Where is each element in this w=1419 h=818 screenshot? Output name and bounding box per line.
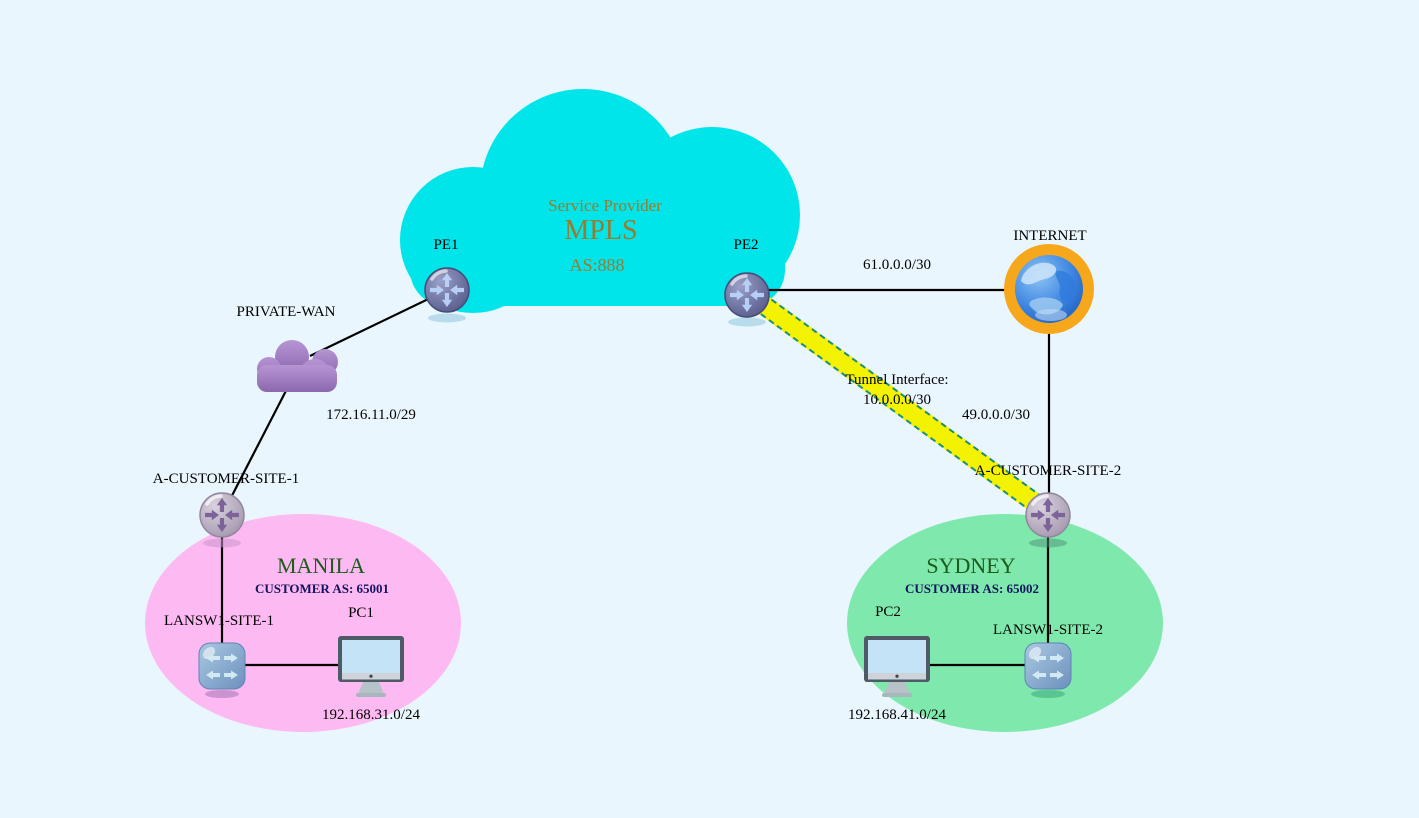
pe2-router-icon[interactable]: [723, 271, 771, 319]
site2-router-icon[interactable]: [1024, 491, 1072, 539]
switch2-label: LANSW1-SITE-2: [993, 622, 1103, 638]
pe1-router-icon[interactable]: [423, 266, 471, 314]
manila-site-name: MANILA: [277, 553, 365, 578]
pc2-icon[interactable]: [864, 636, 930, 697]
sydney-site-asn: CUSTOMER AS: 65002: [904, 581, 1040, 596]
switch2-icon[interactable]: [1024, 642, 1072, 690]
link-pe1-privatewan: [309, 289, 448, 357]
pc1-icon[interactable]: [338, 636, 404, 697]
pe2-label: PE2: [733, 237, 759, 253]
tunnel-title-label: Tunnel Interface:: [845, 372, 949, 388]
pe1-label: PE1: [433, 237, 459, 253]
site2-router-label: A-CUSTOMER-SITE-2: [974, 463, 1122, 479]
provider-cloud-asn: AS:888: [569, 255, 625, 275]
icon-shadows: [203, 313, 1067, 698]
subnet-site1-lan: 192.168.31.0/24: [322, 707, 420, 723]
sydney-site-name: SYDNEY: [926, 553, 1016, 578]
subnet-pe2-internet: 61.0.0.0/30: [863, 257, 931, 273]
manila-site-asn: CUSTOMER AS: 65001: [254, 581, 390, 596]
private-wan-label: PRIVATE-WAN: [236, 304, 336, 320]
internet-label: INTERNET: [1013, 228, 1087, 244]
tunnel-subnet-label: 10.0.0.0/30: [863, 392, 931, 408]
private-wan-cloud-icon[interactable]: [257, 340, 338, 392]
pc1-label: PC1: [348, 605, 374, 621]
subnet-internet-site2: 49.0.0.0/30: [962, 407, 1030, 423]
internet-globe-icon[interactable]: [1004, 244, 1094, 334]
subnet-site2-lan: 192.168.41.0/24: [848, 707, 946, 723]
pc2-label: PC2: [875, 604, 901, 620]
site1-router-icon[interactable]: [198, 491, 246, 539]
switch1-icon[interactable]: [198, 642, 246, 690]
subnet-wan-site1: 172.16.11.0/29: [326, 407, 416, 423]
provider-cloud-tech: MPLS: [564, 215, 638, 246]
switch1-label: LANSW1-SITE-1: [164, 613, 274, 629]
site1-router-label: A-CUSTOMER-SITE-1: [152, 471, 300, 487]
provider-cloud-title: Service Provider: [548, 196, 662, 215]
link-privatewan-site1: [221, 382, 291, 516]
